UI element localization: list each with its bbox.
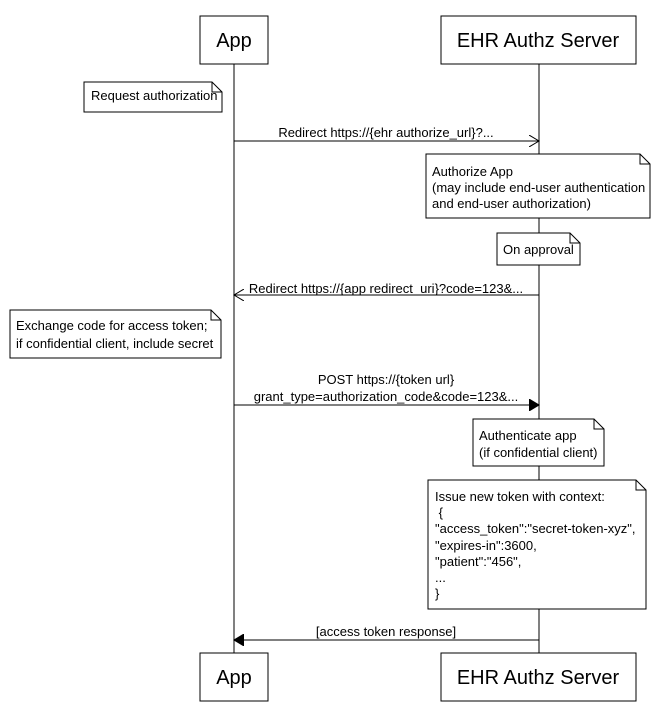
note-authenticate-app: Authenticate app (if confidential client… [472,418,605,467]
note-line: and end-user authorization) [432,196,591,211]
note-line: Authorize App [432,164,513,179]
message-redirect-app: Redirect https://{app redirect_uri}?code… [234,281,539,296]
note-line: (may include end-user authentication [432,180,645,195]
message-post-token: POST https://{token url} grant_type=auth… [234,372,539,405]
message-label: Redirect https://{ehr authorize_url}?... [278,125,493,140]
note-line: Exchange code for access token; [16,318,208,333]
note-line: On approval [503,242,574,257]
note-line: Request authorization [91,88,217,103]
actor-app-bottom: App [199,652,269,702]
note-line: "expires-in":3600, [435,538,537,553]
message-label: POST https://{token url} [318,372,455,387]
note-line: "patient":"456", [435,554,521,569]
actor-server-label: EHR Authz Server [457,667,620,689]
note-line: ... [435,570,446,585]
note-line: { [435,505,444,520]
actor-app-label: App [216,667,252,689]
actor-app-top: App [199,15,269,65]
note-line: "access_token":"secret-token-xyz", [435,521,636,536]
message-label: grant_type=authorization_code&code=123&.… [254,389,519,404]
note-line: Authenticate app [479,428,577,443]
actor-server-bottom: EHR Authz Server [440,652,637,702]
note-on-approval: On approval [496,232,581,266]
message-label: [access token response] [316,624,456,639]
note-exchange-code: Exchange code for access token; if confi… [9,309,222,359]
note-request-authorization: Request authorization [83,81,223,113]
note-line: (if confidential client) [479,445,598,460]
actor-server-label: EHR Authz Server [457,30,620,52]
actor-server-top: EHR Authz Server [440,15,637,65]
note-issue-token: Issue new token with context: { "access_… [427,479,647,610]
note-line: } [435,586,440,601]
message-redirect-authorize: Redirect https://{ehr authorize_url}?... [234,125,539,141]
message-access-token-response: [access token response] [234,624,539,640]
actor-app-label: App [216,30,252,52]
message-label: Redirect https://{app redirect_uri}?code… [249,281,523,296]
note-line: Issue new token with context: [435,489,605,504]
note-line: if confidential client, include secret [16,336,214,351]
note-authorize-app: Authorize App (may include end-user auth… [425,153,651,219]
